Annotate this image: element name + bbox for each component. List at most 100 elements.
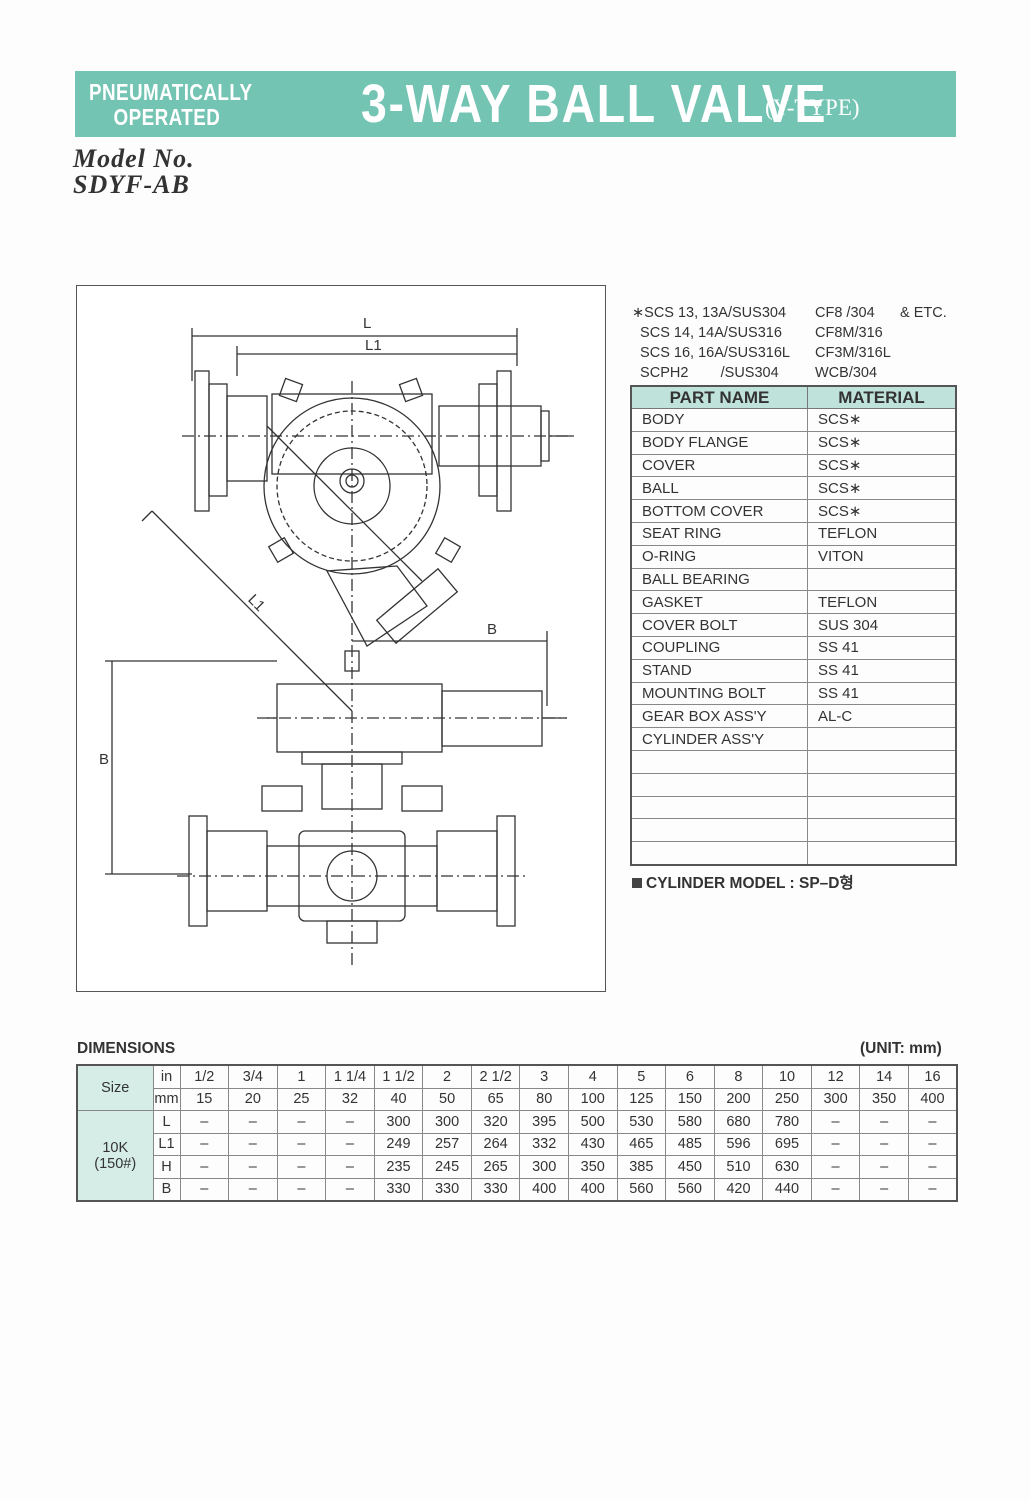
dim-value-cell: 560 (616, 1177, 667, 1202)
dim-value-cell: 330 (470, 1177, 521, 1202)
part-name-cell: COVER (630, 453, 808, 478)
dim-value-cell: 465 (616, 1132, 667, 1156)
size-mm-cell: 100 (568, 1087, 618, 1111)
label-L: L (363, 315, 371, 332)
dim-value-cell: – (179, 1177, 230, 1202)
dim-value-cell: 330 (373, 1177, 424, 1202)
size-inch-cell: 1 (276, 1064, 327, 1089)
dim-value-cell: 420 (713, 1177, 764, 1202)
dim-value-cell: – (276, 1177, 327, 1202)
part-name-cell: BALL BEARING (630, 567, 808, 592)
dim-value-cell: – (276, 1155, 327, 1179)
dim-value-cell: – (907, 1110, 958, 1134)
size-mm-cell: 80 (519, 1087, 569, 1111)
material-note-grade: SCPH2 /SUS304 (632, 365, 779, 381)
dim-value-cell: 235 (373, 1155, 424, 1179)
model-number: Model No. SDYF-AB (73, 146, 195, 198)
size-mm-cell: 32 (325, 1087, 375, 1111)
dim-value-cell: 245 (422, 1155, 472, 1179)
dim-value-cell: – (810, 1132, 861, 1156)
material-note-grade: SCS 16, 16A/SUS316L (632, 345, 790, 361)
dim-value-cell: – (810, 1155, 861, 1179)
part-name-cell: COVER BOLT (630, 613, 808, 637)
part-name-cell (630, 818, 808, 843)
size-label-cell: Size (76, 1064, 154, 1111)
part-name-cell: GASKET (630, 590, 808, 615)
size-inch-cell: 8 (713, 1064, 764, 1089)
label-B-horizontal: B (487, 621, 497, 638)
dim-value-cell: 430 (568, 1132, 618, 1156)
size-inch-cell: 14 (859, 1064, 909, 1089)
dim-value-cell: – (810, 1110, 861, 1134)
material-note-row: SCPH2 /SUS304 WCB/304 (632, 363, 947, 383)
material-note-equivalent: WCB/304 (815, 365, 878, 381)
parts-table-row (630, 749, 957, 774)
label-L1-diagonal: L1 (244, 591, 268, 615)
size-inch-cell: 6 (665, 1064, 715, 1089)
material-cell: VITON (807, 544, 957, 569)
part-name-cell: BALL (630, 476, 808, 501)
part-name-cell: GEAR BOX ASS'Y (630, 704, 808, 729)
banner-type: (Y-TYPE) (765, 95, 860, 120)
dim-value-cell: – (228, 1155, 278, 1179)
material-cell: SCS∗ (807, 430, 957, 455)
banner-line-2: OPERATED (113, 104, 221, 130)
size-inch-cell: 12 (810, 1064, 861, 1089)
size-mm-cell: 25 (276, 1087, 327, 1111)
dim-value-cell: – (810, 1177, 861, 1202)
dimensions-unit: (UNIT: mm) (860, 1040, 942, 1057)
material-cell: SS 41 (807, 681, 957, 706)
size-mm-cell: 150 (665, 1087, 715, 1111)
parts-table-row: BALL BEARING (630, 567, 957, 592)
dim-value-cell: – (325, 1132, 375, 1156)
material-note-grade: ∗SCS 13, 13A/SUS304 (632, 305, 787, 321)
dim-line-L1-diag (151, 510, 353, 712)
dim-value-cell: 320 (470, 1110, 521, 1134)
size-inch-cell: 1 1/4 (325, 1064, 375, 1089)
part-name-cell (630, 749, 808, 774)
material-cell (807, 567, 957, 592)
parts-table-row (630, 772, 957, 797)
material-cell: SCS∗ (807, 476, 957, 501)
dim-label-cell: L (152, 1110, 181, 1134)
cylinder-model-text: CYLINDER MODEL : SP–D형 (646, 875, 854, 892)
dim-value-cell: 580 (665, 1110, 715, 1134)
dim-value-cell: 780 (762, 1110, 812, 1134)
dim-value-cell: – (907, 1155, 958, 1179)
banner-title: 3-WAY BALL VALVE (361, 74, 828, 134)
dim-value-cell: – (276, 1110, 327, 1134)
part-name-cell: BODY (630, 408, 808, 432)
dim-value-cell: – (179, 1110, 230, 1134)
parts-table-row (630, 841, 957, 866)
size-inch-cell: 2 (422, 1064, 472, 1089)
part-name-cell: MOUNTING BOLT (630, 681, 808, 706)
part-name-cell (630, 772, 808, 797)
size-inch-cell: 1 1/2 (373, 1064, 424, 1089)
dim-value-cell: – (907, 1177, 958, 1202)
size-inch-cell: 16 (907, 1064, 958, 1089)
size-mm-cell: 65 (470, 1087, 521, 1111)
material-cell: SUS 304 (807, 613, 957, 637)
size-mm-cell: 250 (762, 1087, 812, 1111)
square-bullet-icon (632, 878, 642, 888)
parts-table-row (630, 795, 957, 820)
size-inch-cell: 3 (519, 1064, 569, 1089)
dim-value-cell: 350 (568, 1155, 618, 1179)
size-inch-cell: 1/2 (179, 1064, 230, 1089)
dimensions-title: DIMENSIONS (77, 1040, 176, 1057)
dim-value-cell: – (907, 1132, 958, 1156)
header-material: MATERIAL (807, 385, 957, 409)
dim-label-cell: L1 (152, 1132, 181, 1156)
material-note-etc: & ETC. (900, 305, 947, 321)
